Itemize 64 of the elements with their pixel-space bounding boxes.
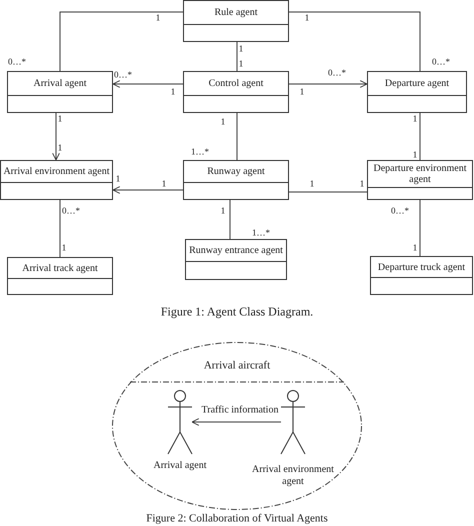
- multiplicity-label: 1: [156, 12, 160, 24]
- connector-line: [192, 418, 282, 426]
- multiplicity-label: 1: [310, 178, 314, 190]
- multiplicity-label: 1…*: [252, 228, 270, 238]
- multiplicity-label: 1: [62, 242, 66, 254]
- multiplicity-label: 1: [116, 174, 120, 184]
- class-name: Rule agent: [184, 1, 288, 25]
- multiplicity-label: 1: [412, 150, 418, 160]
- edge-label: Traffic information: [202, 404, 278, 416]
- class-box: [183, 71, 289, 113]
- boundary-title: Arrival aircraft: [204, 360, 270, 372]
- multiplicity-label: 1: [238, 44, 244, 54]
- multiplicity-label: 1: [220, 206, 226, 216]
- multiplicity-label: 1: [58, 114, 62, 124]
- class-box: [7, 71, 113, 113]
- multiplicity-label: 0…*: [114, 70, 132, 80]
- figure-caption: Figure 2: Collaboration of Virtual Agents: [146, 514, 328, 524]
- multiplicity-label: 1: [220, 116, 226, 128]
- class-box: [183, 0, 289, 42]
- class-box: [185, 239, 287, 280]
- class-box: [0, 160, 113, 200]
- connector-line: [236, 112, 238, 160]
- class-name: Control agent: [184, 72, 288, 96]
- multiplicity-label: 1: [58, 142, 62, 154]
- connector-line: [112, 186, 184, 194]
- actor-name: Arrival agent: [152, 460, 208, 472]
- class-name: Arrival agent: [8, 72, 112, 96]
- multiplicity-label: 0…*: [8, 56, 26, 68]
- class-box: [370, 256, 473, 295]
- class-box: [367, 71, 467, 113]
- multiplicity-label: 1…*: [191, 146, 209, 158]
- multiplicity-label: 0…*: [62, 206, 80, 216]
- multiplicity-label: 1: [304, 12, 310, 24]
- class-name: Departure truck agent: [371, 257, 472, 278]
- multiplicity-label: 1: [238, 58, 244, 70]
- class-name: Departure environment agent: [368, 161, 472, 188]
- connector-line: [60, 12, 184, 72]
- class-name: Runway agent: [184, 161, 288, 183]
- multiplicity-label: 1: [412, 242, 418, 254]
- multiplicity-label: 1: [162, 178, 166, 190]
- connector-line: [288, 12, 420, 72]
- multiplicity-label: 1: [412, 114, 418, 124]
- class-box: [367, 160, 473, 200]
- multiplicity-label: 1: [360, 178, 364, 190]
- class-name: Arrival track agent: [8, 258, 112, 279]
- class-box: [183, 160, 289, 200]
- multiplicity-label: 0…*: [432, 56, 450, 68]
- multiplicity-label: 1: [300, 86, 304, 98]
- connector-line: [288, 80, 368, 88]
- person-icon: [168, 390, 192, 454]
- multiplicity-label: 1: [170, 86, 176, 98]
- multiplicity-label: 0…*: [391, 206, 409, 216]
- figure-caption: Figure 1: Agent Class Diagram.: [160, 306, 314, 318]
- connector-line: [236, 42, 238, 72]
- person-icon: [281, 390, 305, 454]
- class-name: Departure agent: [368, 72, 466, 96]
- connector-line: [112, 80, 184, 88]
- actor-name: Arrival environment agent: [251, 464, 335, 488]
- connector-line: [52, 112, 60, 160]
- boundary-ellipse: [112, 342, 362, 510]
- class-name: Runway entrance agent: [186, 240, 286, 262]
- multiplicity-label: 0…*: [328, 68, 346, 78]
- class-box: [7, 257, 113, 295]
- class-name: Arrival environment agent: [1, 161, 112, 183]
